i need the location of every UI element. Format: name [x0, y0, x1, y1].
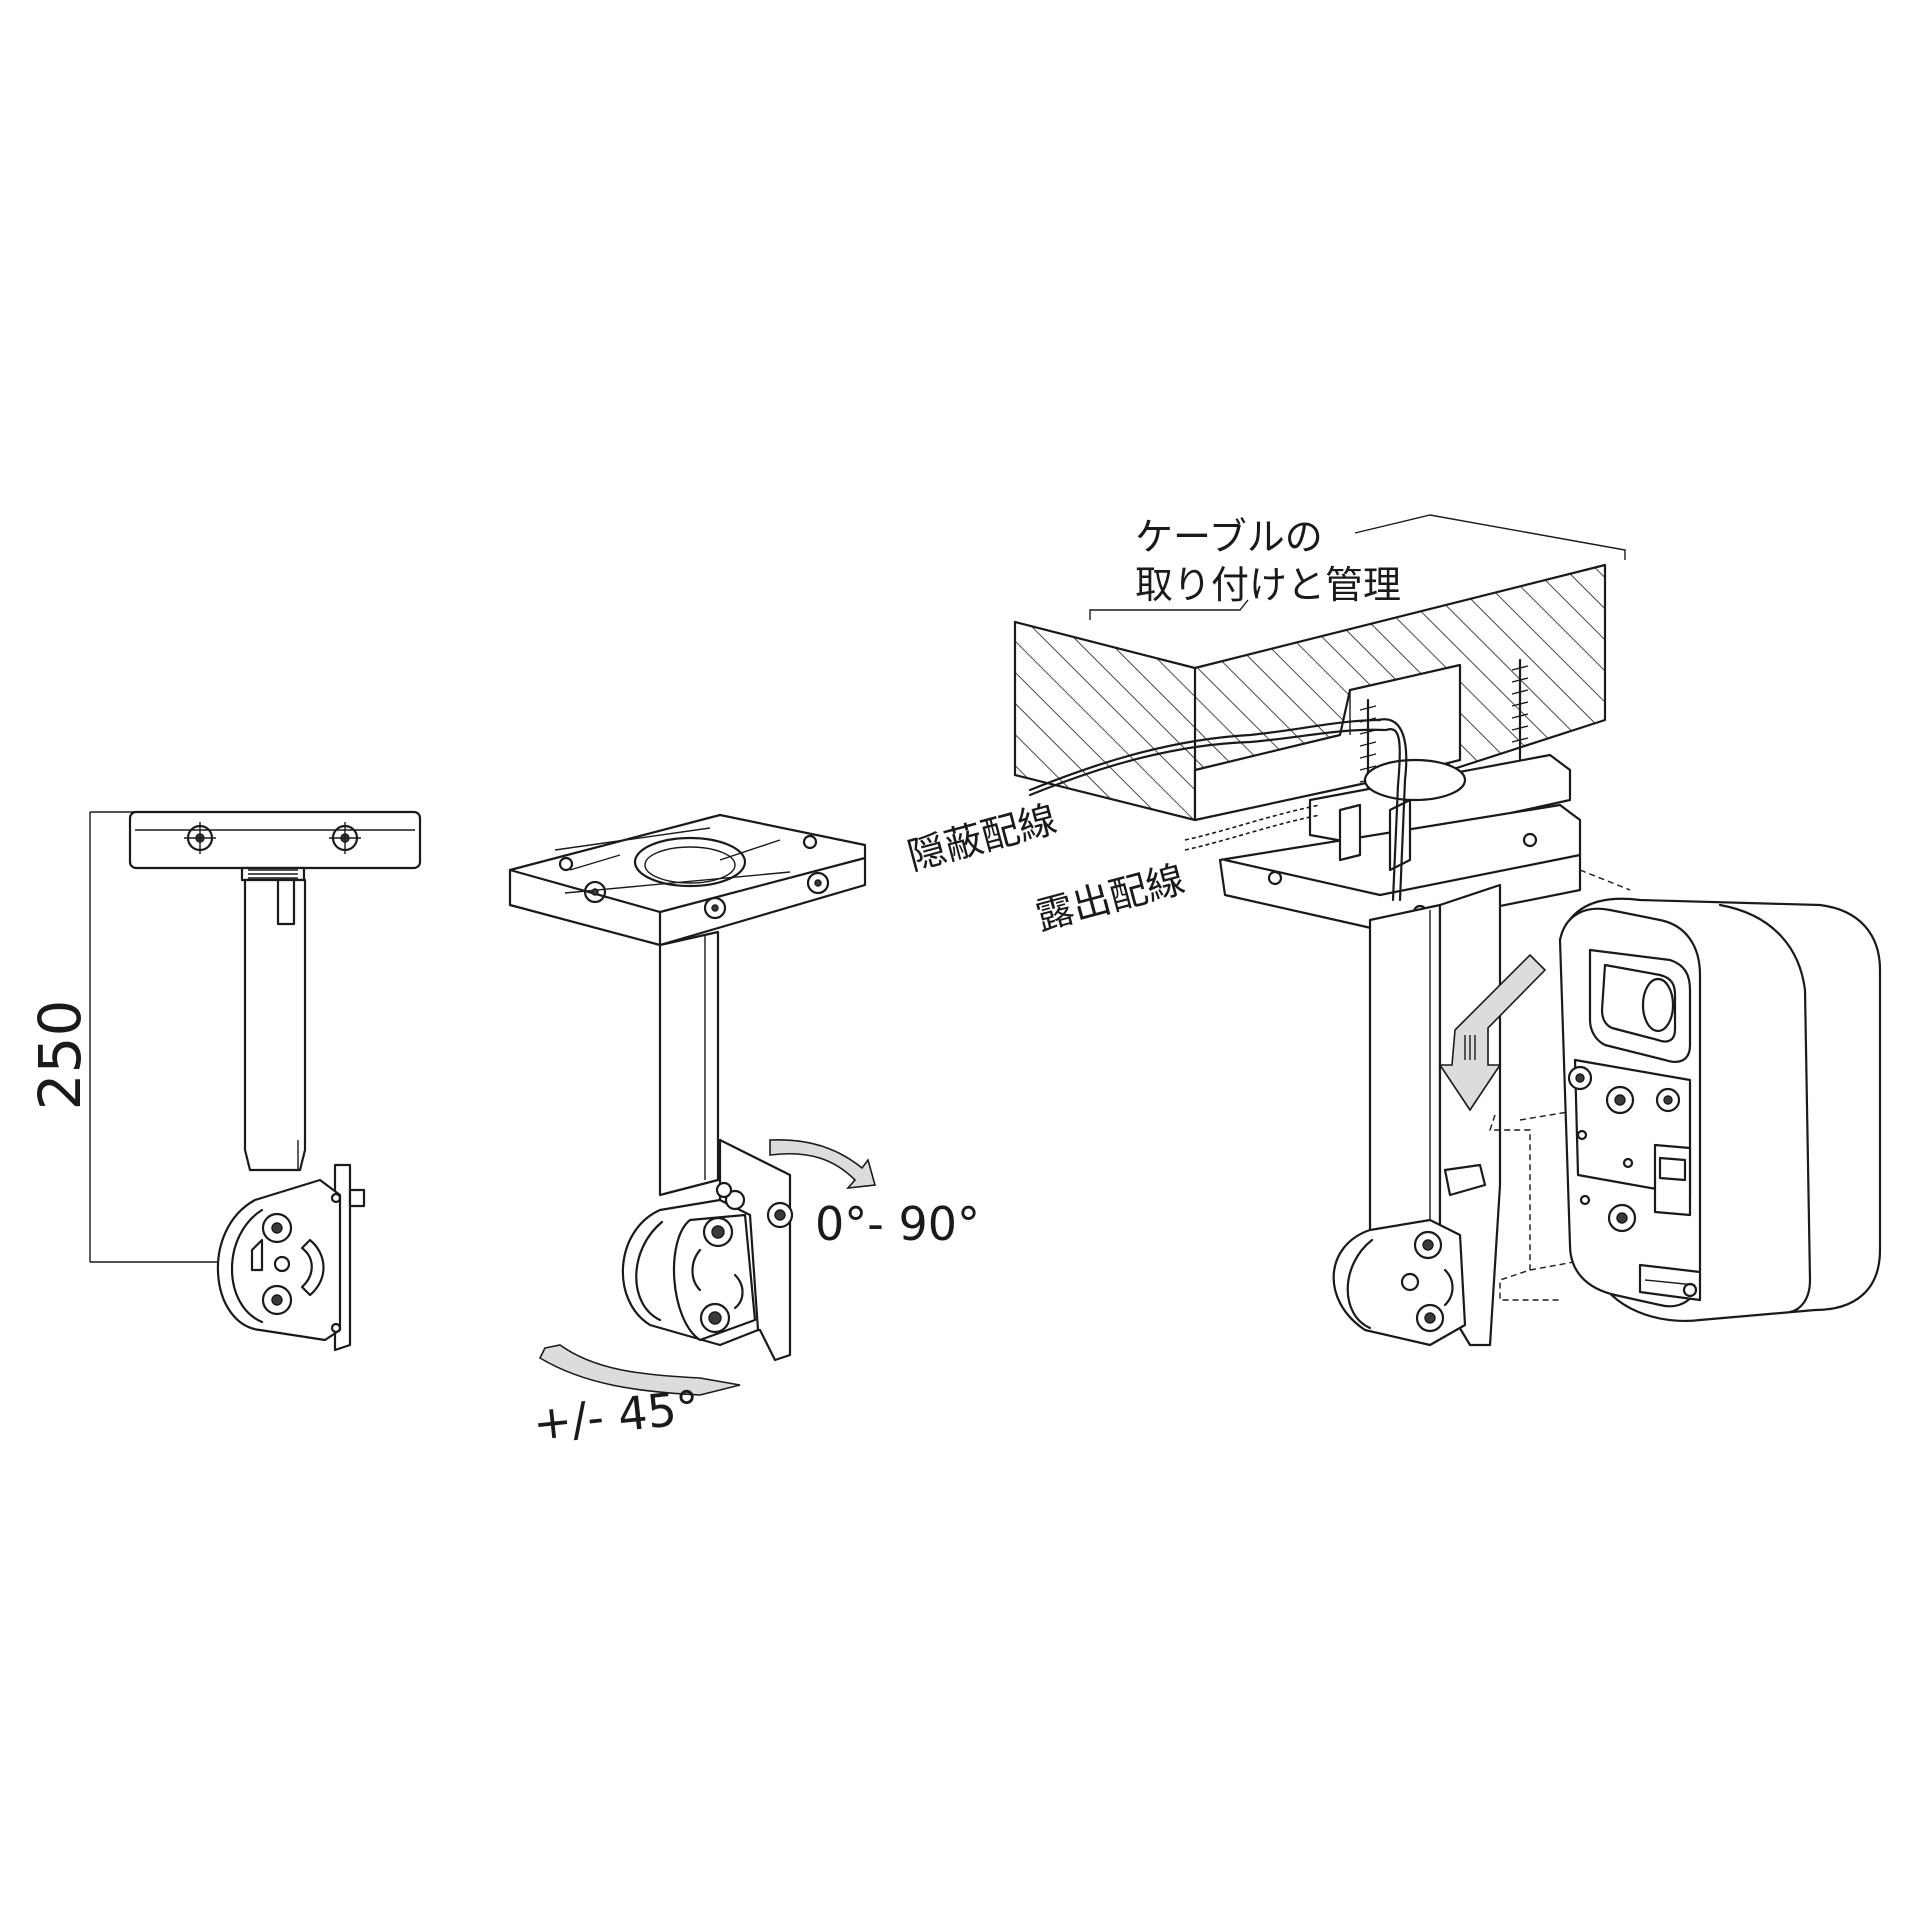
cable-installation: ケーブルの 取り付けと管理 [903, 514, 1882, 1347]
screw-icon [329, 822, 361, 854]
dimension-250-label: 250 [26, 1000, 94, 1111]
dimension-line [89, 811, 245, 1263]
cable-title-line2: 取り付けと管理 [1135, 563, 1401, 607]
down-arrow-icon [1438, 953, 1547, 1112]
screw-icon [1567, 1065, 1593, 1091]
pan-angle-label: 0°- 90° [815, 1197, 980, 1251]
cable-title-line1: ケーブルの [1135, 515, 1323, 559]
ceiling-beam [1013, 563, 1607, 822]
screw-icon [184, 822, 216, 854]
tilt-angle-label: +/- 45° [531, 1380, 703, 1451]
screw-icon [1605, 1085, 1635, 1115]
side-view-bracket: 250 [26, 810, 422, 1352]
knob-icon [766, 1201, 794, 1229]
loudspeaker [1558, 897, 1882, 1322]
pan-rotation-arrow-icon [769, 1138, 877, 1190]
concealed-wiring-label: 隠蔽配線 [903, 797, 1061, 879]
tilt-rotation-arrow-icon [538, 1344, 741, 1396]
isometric-bracket: 0°- 90° +/- 45° [508, 813, 980, 1451]
screw-icon [1607, 1203, 1637, 1233]
exposed-wiring-label: 露出配線 [1031, 857, 1189, 939]
screw-icon [1655, 1087, 1681, 1113]
